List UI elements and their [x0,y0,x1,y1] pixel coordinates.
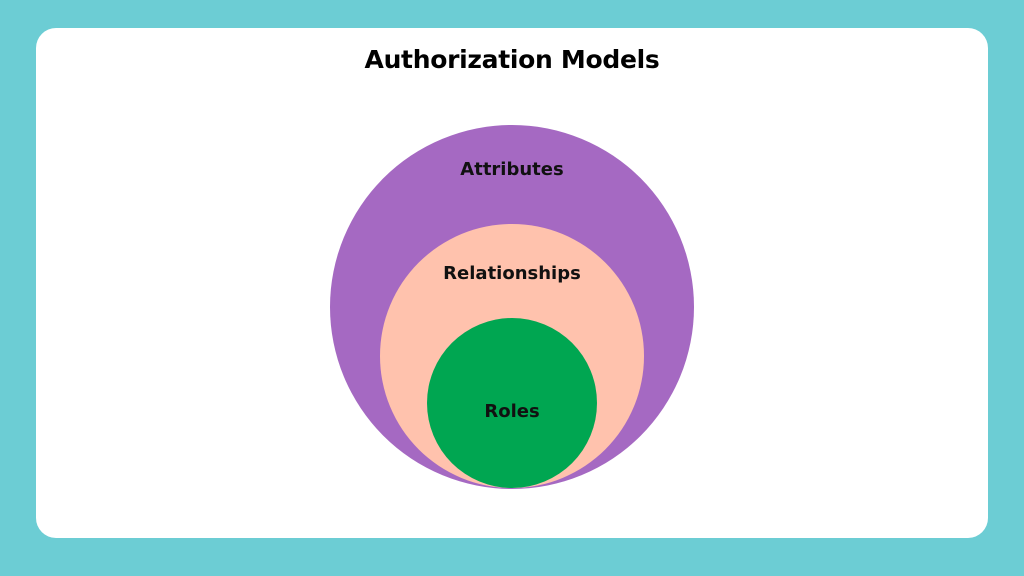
relationships-label: Relationships [443,263,581,284]
page-title: Authorization Models [364,45,660,74]
roles-label: Roles [484,401,540,422]
attributes-label: Attributes [460,159,564,180]
roles-circle [427,318,597,488]
